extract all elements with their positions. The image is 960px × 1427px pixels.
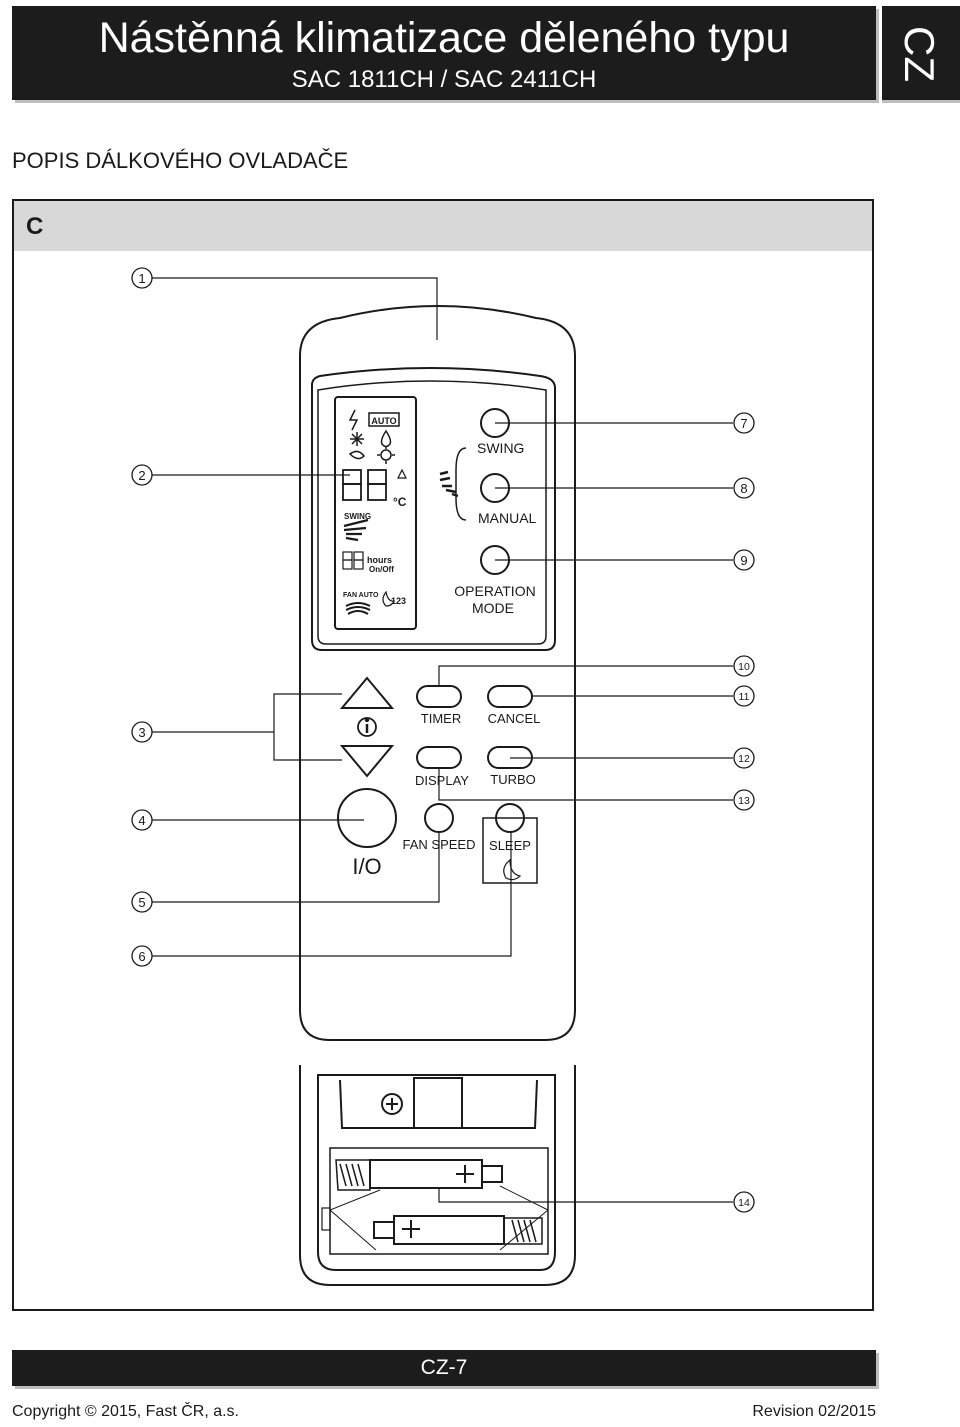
callout-10 — [733, 655, 755, 677]
header-bar: Nástěnná klimatizace děleného typu SAC 1… — [12, 6, 876, 100]
callout-num-10: 10 — [738, 661, 750, 673]
display-button — [416, 746, 462, 769]
leader-13 — [438, 768, 733, 801]
swing-label: SWING — [477, 440, 524, 456]
lcd-onoff-label: On/Off — [369, 565, 394, 574]
callout-7 — [733, 412, 755, 434]
callout-num-8: 8 — [740, 481, 747, 496]
leader-10 — [438, 665, 733, 686]
callout-12 — [733, 747, 755, 769]
callout-num-13: 13 — [738, 795, 750, 807]
callout-num-12: 12 — [738, 753, 750, 765]
figure-band: C — [14, 201, 872, 251]
callout-num-4: 4 — [138, 813, 145, 828]
callout-2 — [131, 464, 153, 486]
leader-1 — [152, 277, 438, 340]
leader-3 — [152, 693, 342, 761]
fan-speed-button — [424, 803, 454, 833]
timer-button — [416, 685, 462, 708]
lcd-swing-label: SWING — [344, 512, 371, 521]
model-subtitle: SAC 1811CH / SAC 2411CH — [291, 66, 597, 93]
leader-5 — [152, 832, 440, 903]
page-number: CZ-7 — [420, 1356, 468, 1379]
manual-label: MANUAL — [478, 510, 537, 526]
callout-8 — [733, 477, 755, 499]
callout-11 — [733, 685, 755, 707]
callout-5 — [131, 891, 153, 913]
battery-compartment — [299, 1065, 576, 1286]
lcd-hours-label: hours — [367, 555, 392, 565]
lcd-auto-label: AUTO — [371, 416, 396, 426]
language-tab: CZ — [882, 6, 960, 100]
timer-label: TIMER — [421, 711, 461, 726]
lcd-screen — [334, 396, 417, 630]
copyright: Copyright © 2015, Fast ČR, a.s. — [12, 1403, 239, 1420]
page-title: Nástěnná klimatizace děleného typu — [98, 14, 790, 62]
leader-6 — [152, 832, 512, 957]
turbo-label: TURBO — [490, 772, 536, 787]
power-button — [337, 788, 397, 848]
callout-num-5: 5 — [138, 895, 145, 910]
section-title: POPIS DÁLKOVÉHO OVLADAČE — [12, 148, 349, 173]
callout-3 — [131, 721, 153, 743]
callout-num-7: 7 — [740, 416, 747, 431]
remote-body — [299, 305, 576, 1041]
cancel-button — [487, 685, 533, 708]
callout-num-3: 3 — [138, 725, 145, 740]
callout-1 — [131, 267, 153, 289]
callout-num-11: 11 — [739, 691, 750, 703]
page-number-bar: CZ-7 — [12, 1350, 876, 1386]
callout-13 — [733, 789, 755, 811]
display-label: DISPLAY — [415, 773, 469, 788]
lcd-speeds-label: 123 — [391, 596, 406, 606]
callout-num-6: 6 — [138, 949, 145, 964]
mode-label: MODE — [472, 600, 514, 616]
lcd-fanauto-label: FAN AUTO — [343, 592, 379, 599]
operation-label: OPERATION — [454, 583, 535, 599]
callout-4 — [131, 809, 153, 831]
cancel-label: CANCEL — [488, 711, 541, 726]
fan-speed-label: FAN SPEED — [403, 837, 476, 852]
callout-14 — [733, 1191, 755, 1213]
callout-num-2: 2 — [138, 468, 145, 483]
up-arrow-button — [339, 676, 395, 709]
figure-label: C — [26, 213, 44, 240]
revision: Revision 02/2015 — [752, 1403, 876, 1420]
callout-num-14: 14 — [738, 1197, 750, 1209]
callout-num-9: 9 — [740, 553, 747, 568]
figure-frame: C — [12, 199, 874, 1311]
remote-panel — [311, 367, 556, 651]
leader-14 — [438, 1188, 733, 1203]
callout-9 — [733, 549, 755, 571]
power-label: I/O — [352, 854, 381, 879]
sleep-label: SLEEP — [489, 838, 531, 853]
callout-num-1: 1 — [138, 271, 145, 286]
down-arrow-button — [339, 745, 395, 778]
lcd-celsius: °C — [393, 495, 407, 509]
callout-6 — [131, 945, 153, 967]
